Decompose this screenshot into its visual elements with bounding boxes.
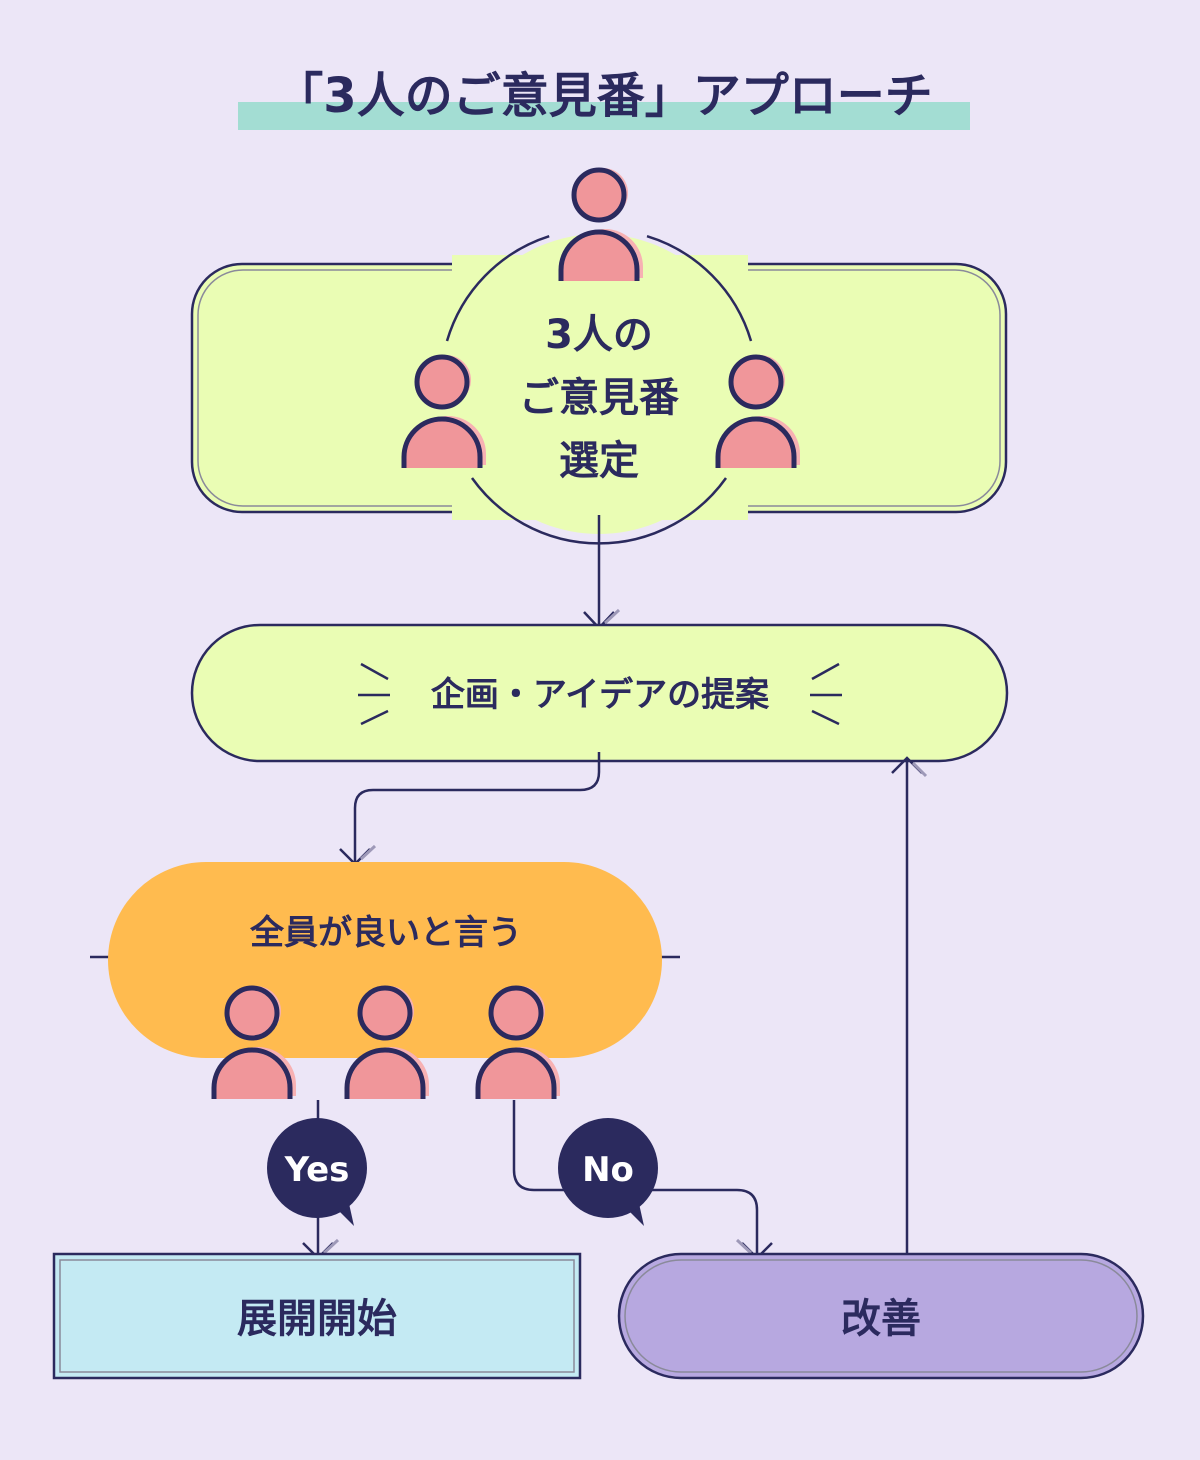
improve-box	[617, 1252, 1145, 1380]
no-bubble: No	[558, 1118, 658, 1226]
branch-no: No	[512, 1100, 773, 1260]
circle-arc-top-right	[646, 235, 753, 342]
start-box	[52, 1252, 582, 1380]
no-label: No	[582, 1150, 634, 1190]
arrow-propose-to-decide	[339, 752, 601, 866]
start-label: 展開開始	[237, 1296, 397, 1342]
circle-arc-top-left	[445, 235, 550, 342]
title-text: 「3人のご意見番」アプローチ	[275, 68, 932, 124]
title: 「3人のご意見番」アプローチ	[238, 68, 970, 130]
decide-label: 全員が良いと言う	[249, 913, 522, 953]
branch-yes: Yes	[267, 1100, 367, 1260]
emphasis-lines-right	[810, 662, 842, 726]
step-start: 展開開始	[52, 1252, 582, 1380]
emphasis-lines-left	[358, 662, 390, 726]
person-icon	[561, 168, 643, 281]
propose-label: 企画・アイデアの提案	[431, 675, 770, 715]
select-circle	[449, 234, 749, 534]
step-propose: 企画・アイデアの提案	[190, 623, 1009, 763]
improve-label: 改善	[841, 1296, 921, 1342]
title-highlight	[238, 102, 970, 130]
select-label-line-1: 3人の	[545, 312, 653, 358]
step-select: 3人の ご意見番 選定	[190, 168, 1008, 545]
select-label-line-2: ご意見番	[519, 375, 679, 421]
yes-bubble: Yes	[267, 1118, 367, 1226]
select-label-line-3: 選定	[559, 438, 639, 484]
step-improve: 改善	[617, 1252, 1145, 1380]
yes-label: Yes	[284, 1150, 350, 1190]
step-decide: 全員が良いと言う	[90, 862, 680, 1099]
arrow-improve-to-propose	[891, 756, 928, 1254]
